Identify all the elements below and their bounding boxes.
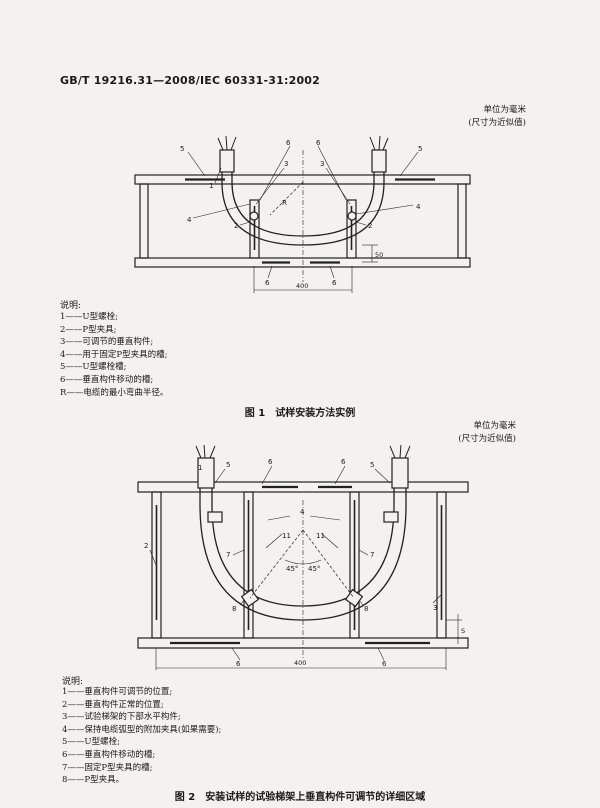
fig1-left-side (139, 183, 149, 259)
fig1-vertical-member-right (346, 199, 357, 259)
fig1-vertical-member-left (249, 199, 260, 259)
fig2-label-2: 2 (144, 542, 148, 550)
standard-number: GB/T 19216.31—2008/IEC 60331-31:2002 (60, 74, 321, 87)
fig1-label-3a: 3 (284, 160, 288, 168)
fig2-legend-item: 5——U型螺栓; (62, 737, 120, 748)
fig2-top-rail (137, 481, 469, 493)
fig1-drawing: 5 1 4 2 6 3 3 6 2 4 5 R 6 6 400 50 (134, 135, 471, 293)
fig1-label-3b: 3 (320, 160, 324, 168)
fig1-label-4b: 4 (416, 203, 421, 211)
fig1-unit-line1: 单位为毫米 (483, 105, 526, 115)
fig1-legend: 1——U型螺栓; 2——P型夹具; 3——可调节的垂直构件; 4——用于固定P型… (60, 311, 168, 399)
fig2-vertical-member-left (243, 491, 254, 639)
fig2-label-6a: 6 (268, 458, 273, 466)
fig2-label-4: 4 (300, 508, 305, 516)
fig1-legend-item: 6——垂直构件移动的槽; (60, 374, 154, 385)
fig2-label-3: 3 (433, 604, 437, 612)
fig1-legend-item: 3——可调节的垂直构件; (60, 337, 154, 348)
fig1-cable-inner (231, 150, 375, 237)
fig1-label-5a: 5 (180, 145, 184, 153)
fig2-drawing: 5 6 6 5 4 2 7 7 11 11 45° 45° 8 8 3 6 6 … (137, 445, 469, 670)
fig1-top-rail (134, 174, 471, 185)
fig2-label-5a: 5 (226, 461, 230, 469)
fig2-legend-item: 7——固定P型夹具的槽; (62, 762, 153, 773)
fig2-label-6b: 6 (341, 458, 346, 466)
fig1-legend-item: 5——U型螺栓槽; (60, 362, 127, 373)
fig2-label-5b: 5 (370, 461, 374, 469)
fig2-unit-line1: 单位为毫米 (473, 421, 516, 431)
fig1-legend-item: 2——P型夹具; (60, 324, 117, 335)
fig2-label-6c: 6 (236, 660, 241, 668)
fig1-dim-height: 50 (375, 251, 383, 259)
fig2-legend-item: 1——垂直构件可调节的位置; (62, 687, 173, 697)
fig1-legend-item: 4——用于固定P型夹具的槽; (60, 349, 168, 360)
fig2-vertical-member-right (349, 491, 360, 639)
fig2-caption: 图 2 安装试样的试验梯架上垂直构件可调节的详细区域 (174, 792, 426, 803)
fig1-label-1: 1 (209, 182, 213, 190)
fig2-legend-item: 3——试验梯架的下部水平构件; (62, 712, 181, 723)
fig2-legend-item: 4——保持电缆弧型的附加夹具(如果需要); (62, 724, 222, 735)
fig2-legend-item: 2——垂直构件正常的位置; (62, 699, 164, 710)
fig1-label-6c: 6 (265, 279, 270, 287)
fig2-legend-title: 说明: (62, 677, 84, 687)
fig2-label-1: 1 (198, 464, 202, 472)
fig1-label-5b: 5 (418, 145, 422, 153)
fig1-label-4a: 4 (187, 216, 192, 224)
fig2-label-8a: 8 (232, 605, 236, 613)
fig2-cable-inner (211, 462, 395, 607)
fig2-dim-height: S (461, 627, 465, 635)
fig2-label-6d: 6 (382, 660, 387, 668)
fig2-legend-item: 6——垂直构件移动的槽; (62, 749, 156, 760)
fig2-legend: 1——垂直构件可调节的位置; 2——垂直构件正常的位置; 3——试验梯架的下部水… (62, 686, 221, 787)
fig2-legend-item: 8——P型夹具。 (62, 775, 125, 786)
fig1-legend-item: 1——U型螺栓; (60, 312, 118, 322)
fig2-dim-width: 400 (294, 659, 306, 667)
fig1-label-6b: 6 (316, 139, 321, 147)
fig2-angle-left: 45° (286, 565, 298, 573)
fig1-label-2a: 2 (234, 222, 238, 230)
fig2-label-7a: 7 (226, 551, 230, 559)
fig1-legend-title: 说明: (60, 301, 82, 311)
fig1-unit-note: 单位为毫米 (尺寸为近似值) (430, 104, 526, 130)
fig2-left-side (151, 491, 162, 639)
fig2-label-11b: 11 (316, 532, 325, 540)
fig2-unit-note: 单位为毫米 (尺寸为近似值) (420, 420, 516, 446)
fig1-caption: 图 1 试样安装方法实例 (244, 408, 356, 419)
fig2-label-7b: 7 (370, 551, 374, 559)
fig2-label-8b: 8 (364, 605, 368, 613)
fig2-unit-line2: (尺寸为近似值) (458, 434, 516, 444)
fig1-legend-item: R——电缆的最小弯曲半径。 (60, 387, 169, 398)
fig1-dim-width: 400 (296, 282, 308, 290)
fig2-angle-right: 45° (308, 565, 320, 573)
fig1-unit-line2: (尺寸为近似值) (468, 118, 526, 128)
fig1-label-R: R (282, 199, 287, 207)
fig1-label-2b: 2 (368, 222, 372, 230)
fig1-bottom-rail (134, 257, 471, 268)
fig1-right-side (457, 183, 467, 259)
fig2-label-11a: 11 (282, 532, 291, 540)
fig1-label-6d: 6 (332, 279, 337, 287)
fig2-right-side (436, 491, 447, 639)
fig1-label-6a: 6 (286, 139, 291, 147)
